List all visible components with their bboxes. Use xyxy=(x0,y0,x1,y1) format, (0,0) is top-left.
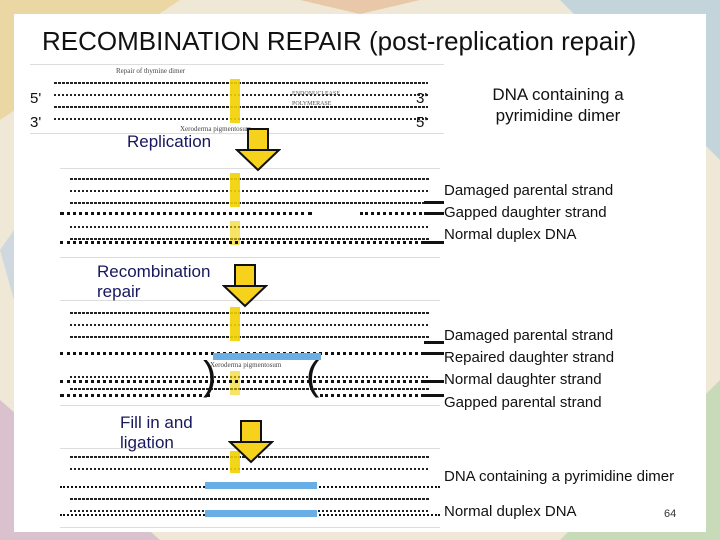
legend-tick-3 xyxy=(424,241,444,244)
label-left-3prime: 3' xyxy=(30,114,42,131)
repaired-segment xyxy=(213,353,321,360)
gapped-daughter-strand-right xyxy=(360,212,428,215)
legend-item-damaged-parental: Damaged parental strand xyxy=(444,182,614,199)
arrow-down-icon xyxy=(228,420,274,464)
crossover-bracket-right: ( xyxy=(306,354,320,398)
legend-final-normal: Normal duplex DNA xyxy=(444,503,577,520)
legend-after-recombination: Damaged parental strand Repaired daughte… xyxy=(444,325,614,414)
label-right-5prime: 5' xyxy=(416,114,428,131)
normal-daughter-strand xyxy=(60,380,430,383)
page-number: 64 xyxy=(664,508,677,520)
dna-diagram-recombined: Xeroderma pigmentosum xyxy=(70,307,430,395)
slide-title: RECOMBINATION REPAIR (post-replication r… xyxy=(42,26,637,56)
normal-duplex-strand xyxy=(60,241,430,244)
svg-text:Repair of thymine dimer: Repair of thymine dimer xyxy=(116,67,186,75)
legend-item-gapped-daughter: Gapped daughter strand xyxy=(444,203,607,221)
label-right-3prime: 3' xyxy=(416,90,428,107)
legend-tick-7 xyxy=(424,394,444,397)
step-replication-label: Replication xyxy=(127,132,212,151)
legend-tick-6 xyxy=(424,380,444,383)
legend-item-repaired-daughter: Repaired daughter strand xyxy=(444,349,615,367)
legend-item-normal-duplex: Normal duplex DNA xyxy=(444,225,577,243)
gapped-parental-strand-right xyxy=(320,394,430,397)
legend-tick-2 xyxy=(424,212,444,215)
svg-text:Xeroderma pigmentosum: Xeroderma pigmentosum xyxy=(210,361,282,369)
dna-dimer-label: DNA containing a pyrimidine dimer xyxy=(492,85,624,126)
legend-final-dimer: DNA containing a pyrimidine dimer xyxy=(444,468,675,485)
legend-tick-5 xyxy=(424,352,444,355)
gapped-parental-strand-left xyxy=(60,394,210,397)
crossover-bracket-left: ) xyxy=(203,354,217,398)
svg-text:ENDONUCLEASE: ENDONUCLEASE xyxy=(292,91,340,97)
legend-tick-1 xyxy=(424,201,444,204)
gapped-daughter-strand-left xyxy=(60,212,312,215)
legend-item-damaged-parental: Damaged parental strand xyxy=(444,327,614,344)
filled-segment-bottom xyxy=(205,510,317,517)
svg-text:POLYMERASE: POLYMERASE xyxy=(292,101,332,107)
legend-tick-4 xyxy=(424,341,444,344)
legend-item-normal-daughter: Normal daughter strand xyxy=(444,371,602,389)
label-left-5prime: 5' xyxy=(30,90,42,107)
filled-segment-top xyxy=(205,482,317,489)
legend-after-replication: Damaged parental strand Gapped daughter … xyxy=(444,180,613,245)
step-recombination-label: Recombination repair xyxy=(97,262,211,302)
dna-diagram-original: Repair of thymine dimer ENDONUCLEASE POL… xyxy=(54,67,428,133)
legend-item-gapped-parental: Gapped parental strand xyxy=(444,393,602,411)
dna-strip-original: Repair of thymine dimer ENDONUCLEASE POL… xyxy=(30,64,444,134)
arrow-down-icon xyxy=(222,264,268,308)
dna-diagram-replicated xyxy=(70,173,430,245)
arrow-down-icon xyxy=(235,128,281,172)
step-fill-ligation-label: Fill in and ligation xyxy=(120,413,193,453)
svg-text:Xeroderma pigmentosum: Xeroderma pigmentosum xyxy=(180,125,252,133)
